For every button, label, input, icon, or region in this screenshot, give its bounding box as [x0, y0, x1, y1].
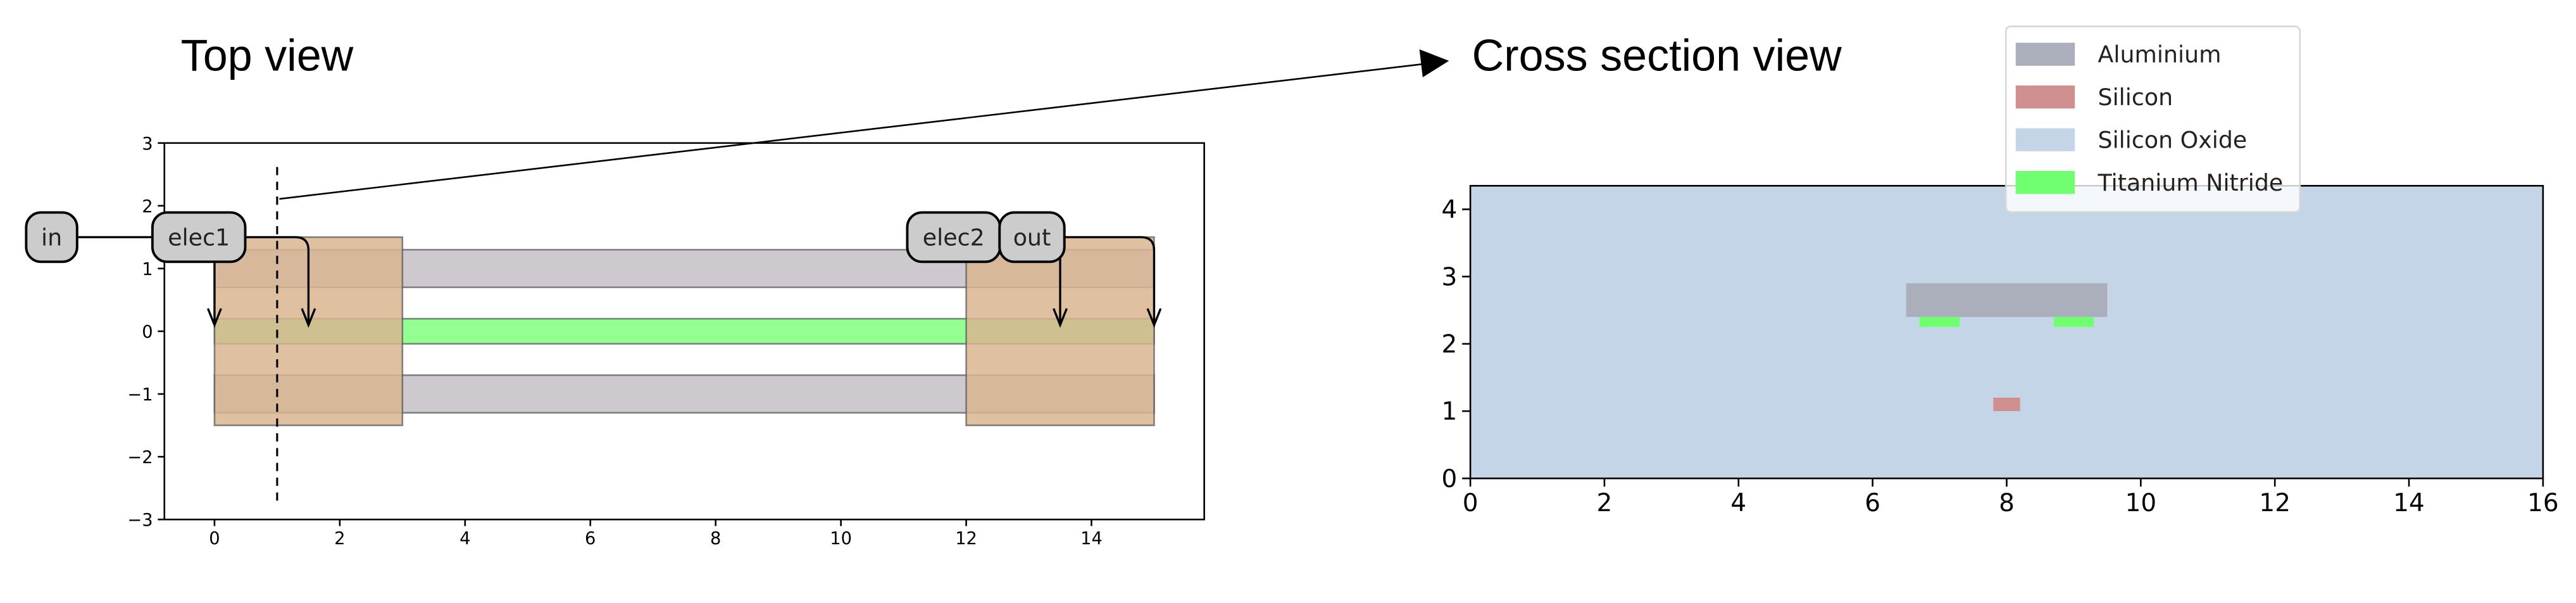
aluminium-block [1906, 283, 2108, 317]
port-label-elec1: elec1 [151, 211, 247, 263]
top-view-title: Top view [181, 31, 354, 80]
y-tick-label: 3 [1442, 263, 1458, 291]
arrowhead-icon [206, 308, 222, 328]
y-tick-label: −3 [127, 511, 153, 530]
legend-entry: Titanium Nitride [2015, 169, 2284, 196]
legend-entry: Silicon Oxide [2015, 127, 2248, 154]
y-tick-label: 0 [1442, 465, 1458, 493]
x-tick-label: 14 [2393, 489, 2425, 517]
x-tick-label: 10 [2125, 489, 2157, 517]
y-tick-label: 2 [1442, 330, 1458, 359]
port-label-text: elec2 [923, 224, 985, 251]
silicon-waveguide [1993, 397, 2020, 412]
legend-label: Titanium Nitride [2098, 169, 2284, 196]
x-tick-label: 12 [2259, 489, 2291, 517]
x-tick-label: 6 [1865, 489, 1880, 517]
port-label-elec2: elec2 [906, 211, 1002, 263]
legend-swatch [2015, 128, 2075, 151]
silicon-oxide-cladding [1470, 186, 2543, 479]
x-tick-label: 6 [585, 529, 596, 549]
x-tick-label: 8 [1999, 489, 2015, 517]
port-label-in: in [25, 211, 78, 263]
x-tick-label: 4 [460, 529, 470, 549]
x-tick-label: 2 [334, 529, 345, 549]
arrowhead-icon [1053, 308, 1068, 328]
port-arrow [1065, 236, 1156, 326]
legend-swatch [2015, 85, 2075, 109]
arrowhead-icon [1146, 308, 1162, 328]
legend-label: Silicon [2098, 84, 2173, 111]
legend-swatch [2015, 170, 2075, 194]
y-tick-label: 3 [142, 134, 153, 154]
legend-swatch [2015, 42, 2075, 66]
tin-contact-left [1919, 317, 1960, 327]
x-tick-label: 0 [209, 529, 220, 549]
cross-section-title: Cross section view [1472, 31, 1842, 80]
port-label-out: out [998, 211, 1066, 263]
y-tick-label: 1 [142, 260, 153, 279]
legend-label: Silicon Oxide [2098, 127, 2248, 154]
legend-box [2004, 25, 2301, 213]
y-tick-label: 0 [142, 322, 153, 342]
x-tick-label: 0 [1463, 489, 1479, 517]
port-arrow [232, 236, 310, 326]
port-label-box [25, 211, 78, 263]
arrowhead-icon [1419, 49, 1449, 77]
port-label-text: elec1 [168, 224, 230, 251]
x-tick-label: 2 [1597, 489, 1613, 517]
y-tick-label: −1 [127, 385, 153, 405]
y-tick-label: −2 [127, 448, 153, 467]
y-tick-label: 4 [1442, 196, 1458, 224]
port-label-box [151, 211, 247, 263]
y-tick-label: 2 [142, 197, 153, 217]
tin-contact-right [2053, 317, 2094, 327]
legend-label: Aluminium [2098, 41, 2222, 68]
port-label-text: in [41, 224, 62, 251]
x-tick-label: 14 [1080, 529, 1103, 549]
x-tick-label: 10 [830, 529, 852, 549]
legend-entry: Aluminium [2015, 41, 2222, 68]
cut-to-cross-section-arrow [279, 63, 1423, 200]
x-tick-label: 8 [710, 529, 721, 549]
x-tick-label: 4 [1730, 489, 1746, 517]
x-tick-label: 16 [2527, 489, 2559, 517]
x-tick-label: 12 [955, 529, 977, 549]
port-label-text: out [1013, 224, 1051, 251]
y-tick-label: 1 [1442, 398, 1458, 426]
legend-entry: Silicon [2015, 84, 2173, 111]
arrowhead-icon [301, 308, 316, 328]
port-label-box [998, 211, 1066, 263]
